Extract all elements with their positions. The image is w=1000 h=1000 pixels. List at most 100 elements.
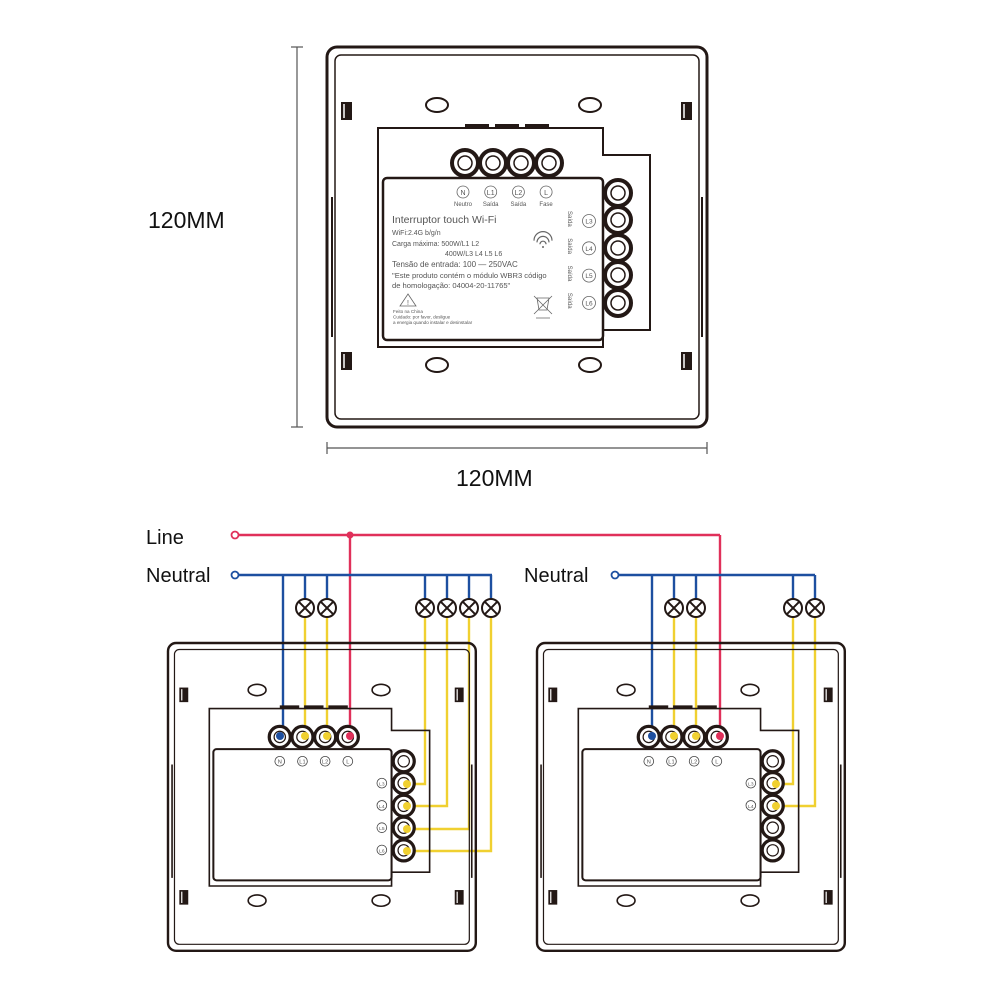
lamp-icon xyxy=(481,598,501,618)
line-input-terminal xyxy=(230,530,240,540)
lamp-cross xyxy=(785,600,801,616)
wire-termination xyxy=(648,732,656,740)
height-dimension xyxy=(291,46,303,428)
screw-slot xyxy=(371,683,391,697)
screw-slot xyxy=(425,357,449,373)
terminal-name: Neutro xyxy=(454,202,473,208)
housing-ridge xyxy=(465,124,489,128)
label-footer: Feito na China xyxy=(393,309,423,314)
terminal-id: L5 xyxy=(585,273,593,280)
terminal-mark-text: L1 xyxy=(299,760,305,766)
screw-slot xyxy=(616,683,636,697)
mounting-clip xyxy=(548,687,558,703)
mounting-clip xyxy=(823,687,833,703)
weee-bin-icon xyxy=(533,295,553,319)
terminal-id: L6 xyxy=(585,300,593,307)
module-face xyxy=(212,748,393,882)
housing-ridge xyxy=(525,124,549,128)
wifi-icon xyxy=(533,231,553,241)
mounting-clip xyxy=(179,890,189,905)
neutral-input-terminal xyxy=(610,570,620,580)
wire-termination xyxy=(346,732,354,740)
terminal-mark-text: L4 xyxy=(379,804,385,810)
terminal-screw xyxy=(610,295,626,311)
lamp-cross xyxy=(483,600,499,616)
label-line: WiFi:2.4G b/g/n xyxy=(392,230,441,237)
lamp-icon xyxy=(437,598,457,618)
terminal-name: Fase xyxy=(539,202,553,208)
wifi-icon xyxy=(536,235,550,243)
lamp-icon xyxy=(415,598,435,618)
screw-slot xyxy=(740,894,760,908)
terminal-mark xyxy=(376,822,388,833)
terminal-id: L4 xyxy=(585,246,593,253)
lamp-cross xyxy=(807,600,823,616)
line-label: Line xyxy=(146,527,184,549)
terminal-screw xyxy=(766,754,779,768)
terminal-mark xyxy=(484,185,498,199)
housing-ridge xyxy=(648,705,669,709)
mounting-clip xyxy=(681,352,692,370)
wire-termination xyxy=(301,732,309,740)
switch-frame xyxy=(535,641,847,953)
terminal-screw xyxy=(541,155,557,171)
load-wire-l6 xyxy=(407,617,493,853)
load-wire-l4 xyxy=(407,617,449,808)
terminal-id: L2 xyxy=(515,190,523,197)
warning-icon xyxy=(399,293,417,307)
lamp-cross xyxy=(319,600,335,616)
terminal-mark xyxy=(376,800,388,811)
lamp-icon xyxy=(686,598,706,618)
module-housing xyxy=(377,127,651,348)
screw-slot xyxy=(616,894,636,908)
terminal-mark-text: L xyxy=(346,760,349,766)
wire-termination xyxy=(403,847,411,855)
terminal-mark xyxy=(643,755,655,767)
screw-slot xyxy=(578,97,602,113)
terminal-mark xyxy=(711,755,723,767)
housing-ridge xyxy=(279,705,300,709)
label-line: 400W/L3 L4 L5 L6 xyxy=(445,251,502,258)
lamps xyxy=(295,598,825,618)
terminal-screw xyxy=(610,240,626,256)
mounting-clip xyxy=(548,890,558,905)
label-line: "Este produto contém o módulo WBR3 códig… xyxy=(392,271,547,280)
mounting-clip xyxy=(341,102,352,120)
module-face xyxy=(581,748,762,882)
terminal-mark xyxy=(376,844,388,856)
junction-dot xyxy=(346,531,354,539)
housing-ridge xyxy=(328,705,348,709)
terminal-mark-text: L1 xyxy=(668,760,674,766)
screw-slot xyxy=(371,894,391,908)
mounting-clip xyxy=(454,890,464,905)
lamp-cross xyxy=(297,600,313,616)
housing-ridge xyxy=(304,705,324,709)
terminal-mark-text: L4 xyxy=(748,804,754,810)
width-dimension xyxy=(326,442,708,454)
switch-rim xyxy=(542,648,839,945)
terminal-mark xyxy=(376,777,388,789)
height-label: 120MM xyxy=(148,207,225,233)
neutral-label-right: Neutral xyxy=(524,565,588,587)
lamp-cross xyxy=(666,600,682,616)
label-line: Tensão de entrada: 100 — 250VAC xyxy=(392,260,518,269)
mounting-clip xyxy=(823,890,833,905)
lamp-icon xyxy=(295,598,315,618)
terminal-screw xyxy=(766,844,779,857)
terminal-screw xyxy=(610,267,626,283)
wire-termination xyxy=(323,732,331,740)
wire-termination xyxy=(403,802,411,810)
terminal-mark xyxy=(297,755,308,767)
load-wire-l5 xyxy=(407,617,471,831)
mounting-clip xyxy=(341,352,352,370)
wire-terminations xyxy=(230,530,780,855)
label-title: Interruptor touch Wi-Fi xyxy=(392,214,496,226)
mounting-clip xyxy=(454,687,464,703)
switch-back-dimensioned xyxy=(325,45,709,429)
terminal-mark xyxy=(582,241,596,256)
screw-slot xyxy=(425,97,449,113)
lamp-cross xyxy=(417,600,433,616)
